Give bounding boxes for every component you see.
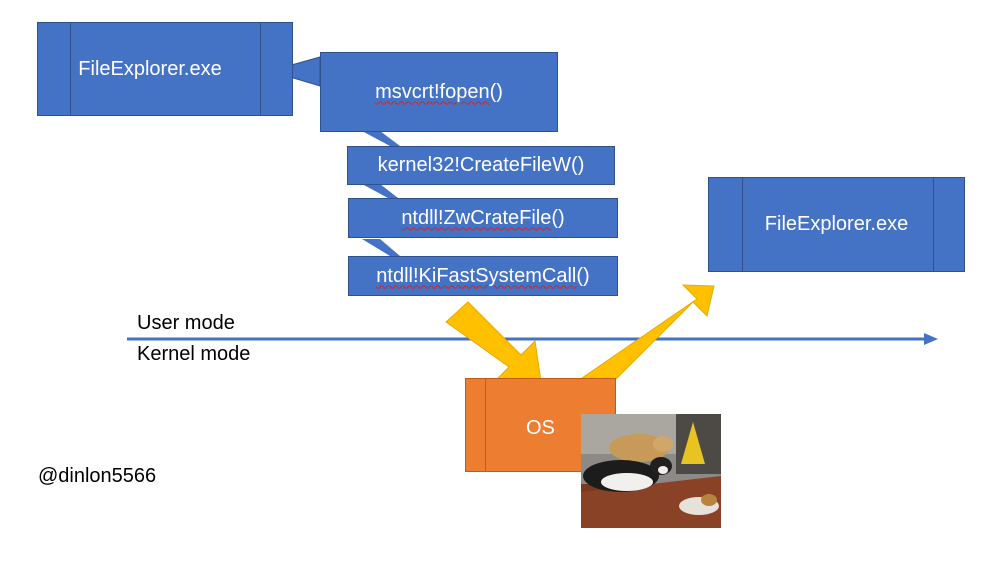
- file-explorer-return-box: FileExplorer.exe: [708, 177, 965, 272]
- cat-photo: [581, 414, 721, 528]
- call-tail-2: [362, 184, 398, 198]
- call-createfilew: kernel32!CreateFileW(): [347, 146, 615, 185]
- syscall-arrow: [445, 301, 543, 389]
- process-box-left-bar: [70, 23, 71, 115]
- call-tail-1: [362, 131, 400, 146]
- mode-boundary-arrowhead: [924, 333, 938, 345]
- os-box-left-bar: [485, 379, 486, 471]
- call-createfilew-text: kernel32!CreateFileW(): [377, 154, 585, 176]
- author-watermark: @dinlon5566: [38, 465, 157, 487]
- call-zwcratefile-text: ntdll!ZwCrateFile(): [401, 206, 565, 229]
- kernel-mode-label: Kernel mode: [137, 343, 251, 365]
- file-explorer-process-box: FileExplorer.exe: [37, 22, 293, 116]
- call-zwcratefile: ntdll!ZwCrateFile(): [348, 198, 618, 238]
- call-fopen-text: msvcrt!fopen(): [375, 80, 503, 103]
- call-kifastsystemcall: ntdll!KiFastSystemCall(): [348, 256, 618, 296]
- call-fopen: msvcrt!fopen(): [320, 52, 558, 132]
- user-mode-label: User mode: [137, 312, 235, 334]
- call-kifastsystemcall-text: ntdll!KiFastSystemCall(): [376, 264, 590, 287]
- os-label: OS: [526, 417, 555, 439]
- call-tail-3: [362, 239, 400, 256]
- return-box-right-bar: [933, 178, 934, 271]
- return-box-left-bar: [742, 178, 743, 271]
- process-label: FileExplorer.exe: [78, 57, 222, 80]
- return-process-label: FileExplorer.exe: [764, 213, 909, 235]
- process-box-right-bar: [260, 23, 261, 115]
